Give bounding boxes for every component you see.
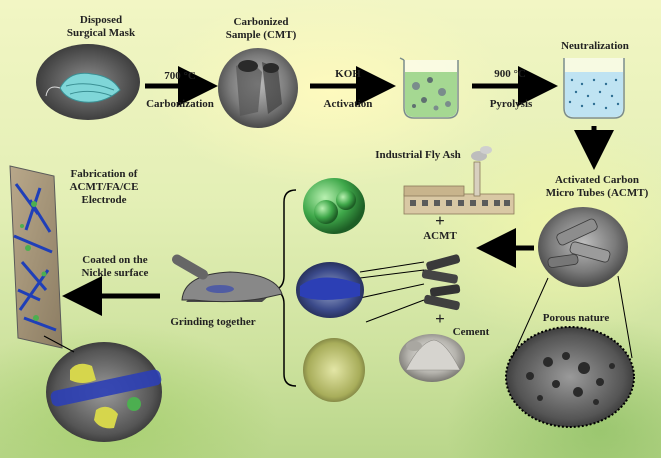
- cement-label: Cement: [452, 326, 490, 338]
- porous-sem-image: [505, 326, 635, 428]
- fly-ash-sem-image: [303, 178, 365, 234]
- mask-label-line2: Surgical Mask: [66, 27, 136, 39]
- cmt-label: Carbonized Sample (CMT): [216, 16, 306, 42]
- acmt-center-label: ACMT: [423, 230, 457, 242]
- coated-label-line1: Coated on the: [82, 254, 148, 266]
- coated-label: Coated on the Nickle surface: [70, 254, 160, 280]
- surgical-mask-image: [36, 44, 140, 120]
- fabrication-label: Fabrication of ACMT/FA/CE Electrode: [62, 168, 146, 207]
- cmt-sem-image: [218, 48, 298, 128]
- acmt-tubes-icon: [421, 254, 461, 311]
- mask-label: Disposed Surgical Mask: [56, 14, 146, 40]
- coated-label-line2: Nickle surface: [81, 267, 149, 279]
- temp-700-label: 700 °C: [164, 70, 196, 82]
- zoom-line-left: [511, 277, 549, 359]
- activation-label: Activation: [323, 98, 373, 110]
- electrode-sem-image: [46, 342, 162, 442]
- zoom-line-right: [617, 275, 633, 359]
- fabrication-label-line3: Electrode: [81, 194, 127, 206]
- mixture-sem-image: [296, 262, 364, 318]
- electrode-image: [9, 165, 63, 349]
- neutralization-beaker-icon: [563, 58, 625, 119]
- porous-label: Porous nature: [542, 312, 610, 324]
- acmt-label: Activated Carbon Micro Tubes (ACMT): [538, 174, 656, 200]
- koh-beaker-icon: [399, 57, 459, 119]
- mortar-pestle-icon: [172, 254, 283, 303]
- fabrication-label-line2: ACMT/FA/CE: [69, 181, 139, 193]
- cement-sem-image: [303, 338, 365, 402]
- carbonization-label: Carbonization: [146, 98, 214, 110]
- cmt-label-line1: Carbonized: [233, 16, 289, 28]
- koh-label: KOH: [335, 68, 361, 80]
- acmt-label-line2: Micro Tubes (ACMT): [545, 187, 649, 199]
- plus-sign-2: +: [435, 309, 445, 328]
- cement-image: [399, 334, 465, 382]
- acmt-label-line1: Activated Carbon: [554, 174, 640, 186]
- fabrication-label-line1: Fabrication of: [70, 168, 138, 180]
- temp-900-label: 900 °C: [494, 68, 526, 80]
- factory-icon: [403, 146, 515, 215]
- grinding-label: Grinding together: [170, 316, 256, 328]
- cmt-label-line2: Sample (CMT): [225, 29, 297, 41]
- mix-connector-lines: [359, 261, 425, 323]
- plus-sign-1: +: [435, 211, 445, 230]
- mask-label-line1: Disposed: [79, 14, 123, 26]
- pyrolysis-label: Pyrolysis: [489, 98, 533, 110]
- acmt-sem-image: [538, 207, 628, 287]
- neutralization-label: Neutralization: [561, 40, 629, 52]
- fly-ash-label: Industrial Fly Ash: [375, 149, 461, 161]
- electrode-zoom-line: [43, 335, 75, 353]
